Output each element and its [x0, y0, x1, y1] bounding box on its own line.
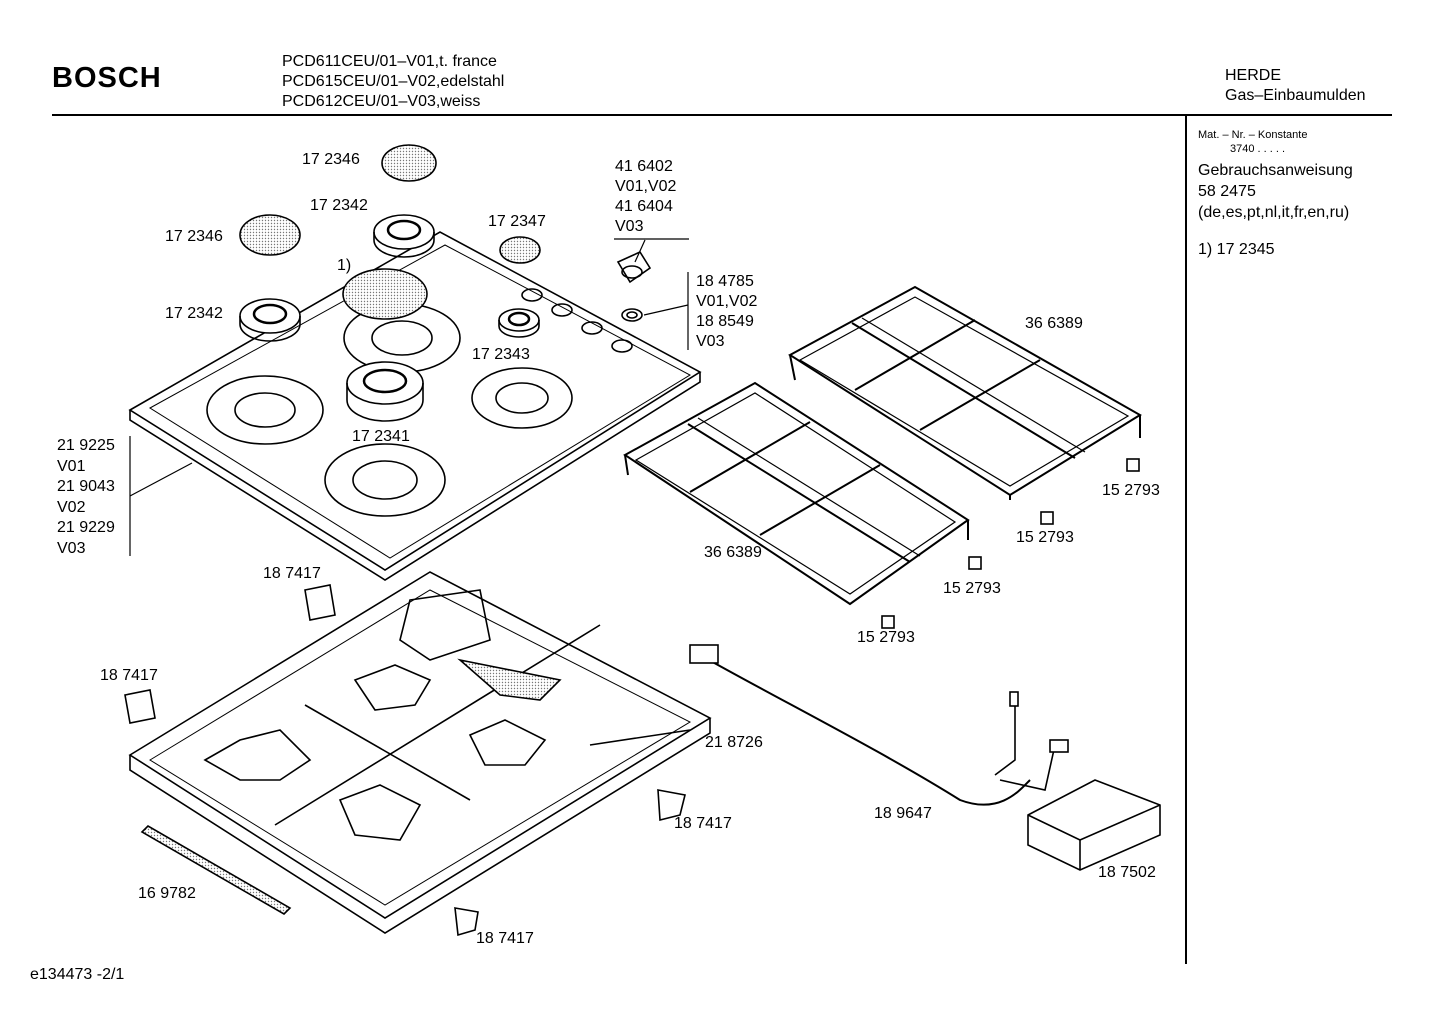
header-divider	[52, 114, 1392, 116]
ignition-cable	[699, 654, 1031, 806]
footnote: 1) 17 2345	[1198, 241, 1275, 258]
part-label: 17 2346	[302, 151, 360, 168]
manual-title: Gebrauchsanweisung	[1198, 162, 1353, 179]
part-label: 15 2793	[943, 580, 1001, 597]
part-label: 17 2341	[352, 428, 410, 445]
category: HERDE Gas–Einbaumulden	[1225, 66, 1366, 106]
mat-value: 3740 . . . . .	[1230, 143, 1286, 155]
part-label: 18 7417	[100, 667, 158, 684]
part-label: 16 9782	[138, 885, 196, 902]
rubber-foot	[881, 615, 895, 629]
mounting-clip	[454, 907, 479, 937]
control-knob	[616, 250, 652, 284]
part-label: 15 2793	[1102, 482, 1160, 499]
part-label: 17 2347	[488, 213, 546, 230]
part-label: 18 9647	[874, 805, 932, 822]
manual-languages: (de,es,pt,nl,it,fr,en,ru)	[1198, 204, 1350, 221]
rubber-foot	[1040, 511, 1054, 525]
part-label: 1)	[337, 257, 352, 274]
part-label: 18 7417	[263, 565, 321, 582]
mounting-clip	[657, 789, 686, 822]
model-line: PCD612CEU/01–V03,weiss	[282, 93, 481, 110]
sidebar-info: Mat. – Nr. – Konstante 3740 . . . . . Ge…	[1198, 128, 1353, 260]
sidebar-divider	[1185, 116, 1187, 964]
burner-cap-small	[499, 236, 541, 264]
document-code: e134473 -2/1	[30, 966, 125, 983]
knob-ring	[621, 308, 643, 322]
category-line: Gas–Einbaumulden	[1225, 87, 1366, 104]
pan-support	[623, 381, 970, 606]
part-label: 18 7417	[674, 815, 732, 832]
part-label: 15 2793	[857, 629, 915, 646]
exploded-diagram	[124, 144, 1161, 937]
ignition-unit	[1027, 779, 1161, 871]
model-line: PCD611CEU/01–V01,t. france	[282, 53, 497, 70]
part-label: 18 7417	[476, 930, 534, 947]
burner	[346, 361, 424, 422]
model-line: PCD615CEU/01–V02,edelstahl	[282, 73, 505, 90]
part-label: 17 2343	[472, 346, 530, 363]
model-list: PCD611CEU/01–V01,t. france PCD615CEU/01–…	[282, 52, 504, 112]
rubber-foot	[968, 556, 982, 570]
part-label: 36 6389	[704, 544, 762, 561]
part-label: 36 6389	[1025, 315, 1083, 332]
base-frame	[128, 571, 712, 934]
part-label: 17 2346	[165, 228, 223, 245]
pan-support	[788, 285, 1142, 500]
part-label: 15 2793	[1016, 529, 1074, 546]
part-label: 17 2342	[310, 197, 368, 214]
seal-strip	[140, 825, 292, 915]
mat-label: Mat. – Nr. – Konstante	[1198, 129, 1308, 141]
burner-cap-medium	[342, 268, 428, 320]
burner	[498, 308, 540, 338]
burner	[373, 214, 435, 258]
part-label: 17 2342	[165, 305, 223, 322]
brand-logo: BOSCH	[52, 62, 162, 94]
category-line: HERDE	[1225, 67, 1282, 84]
part-label: 21 8726	[705, 734, 763, 751]
part-label: 18 7502	[1098, 864, 1156, 881]
rubber-foot	[1126, 458, 1140, 472]
mounting-clip	[304, 584, 336, 621]
burner	[239, 298, 301, 342]
manual-number: 58 2475	[1198, 183, 1256, 200]
burner-cap-large	[239, 214, 301, 256]
burner-cap-large	[381, 144, 437, 182]
mounting-clip	[124, 689, 156, 724]
hob-plate	[128, 231, 702, 581]
